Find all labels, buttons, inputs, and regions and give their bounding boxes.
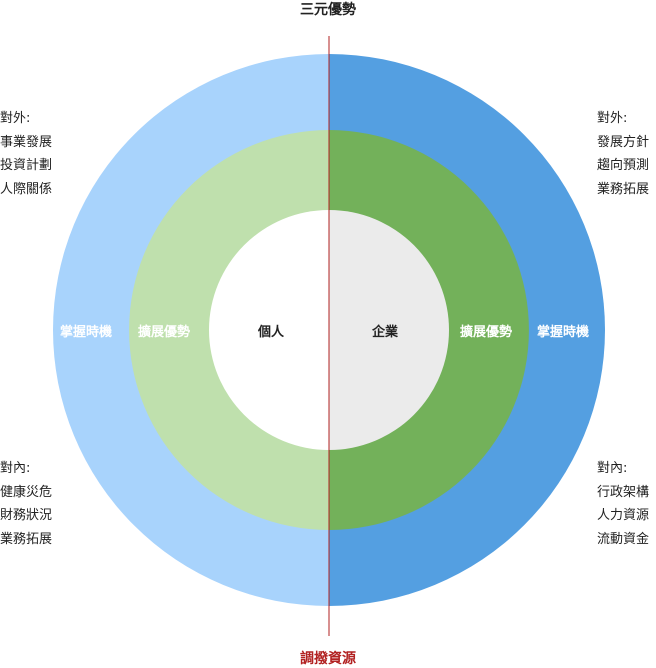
right-external-item: 發展方針 <box>597 134 650 150</box>
core-circle-left-half <box>209 210 329 450</box>
right-outer-ring-label: 掌握時機 <box>537 325 590 340</box>
left-internal-item: 財務狀況 <box>0 508 53 523</box>
right-core-label: 企業 <box>372 325 399 340</box>
left-outer-ring-label: 掌握時機 <box>60 325 113 340</box>
left-internal-item: 業務拓展 <box>0 531 53 547</box>
core-circle-right-half <box>329 210 449 450</box>
bottom-title: 調撥資源 <box>300 651 356 667</box>
left-external-header: 對外: <box>0 111 31 126</box>
right-internal-header: 對內: <box>597 461 628 476</box>
left-internal-item: 健康災危 <box>0 484 53 500</box>
right-internal-list: 對內: 行政架構 人力資源 流動資金 <box>597 457 649 551</box>
right-external-item: 趨向預測 <box>597 158 650 173</box>
diagram-title: 三元優勢 <box>300 2 356 18</box>
right-internal-item: 流動資金 <box>597 531 650 547</box>
left-external-item: 人際關係 <box>0 181 53 197</box>
right-middle-ring-label: 擴展優勢 <box>460 325 513 340</box>
left-internal-header: 對內: <box>0 461 31 476</box>
right-external-item: 業務拓展 <box>597 181 650 197</box>
right-external-header: 對外: <box>597 111 628 126</box>
left-core-label: 個人 <box>258 325 285 340</box>
right-external-list: 對外: 發展方針 趨向預測 業務拓展 <box>597 107 649 201</box>
left-external-item: 投資計劃 <box>0 158 53 173</box>
left-external-item: 事業發展 <box>0 134 53 150</box>
left-external-list: 對外: 事業發展 投資計劃 人際關係 <box>0 107 52 201</box>
right-internal-item: 人力資源 <box>597 508 650 523</box>
left-internal-list: 對內: 健康災危 財務狀況 業務拓展 <box>0 457 52 551</box>
left-middle-ring-label: 擴展優勢 <box>138 325 191 340</box>
right-internal-item: 行政架構 <box>597 484 650 500</box>
